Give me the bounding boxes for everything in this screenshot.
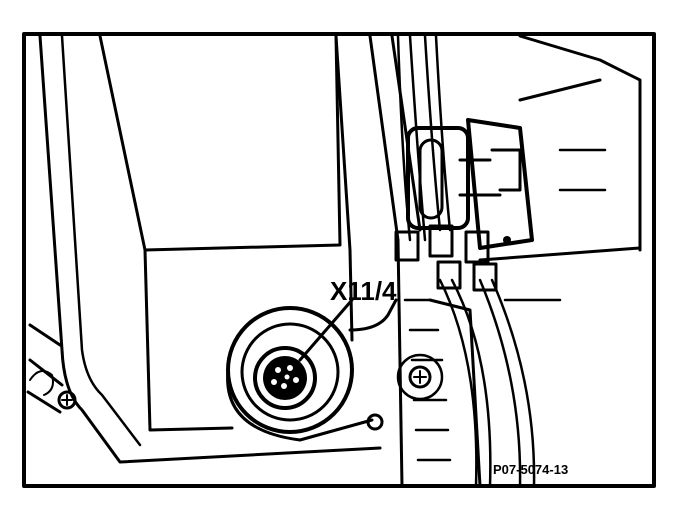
figure-code: P07-5074-13 [493, 462, 568, 477]
mounting-screw-left [57, 390, 77, 410]
figure-frame [22, 32, 656, 488]
housing-panel [26, 34, 382, 464]
cable-clamps [394, 224, 498, 292]
callout-label: X11/4 [330, 276, 397, 306]
mounting-screw-right [396, 353, 444, 401]
cable-bundle [396, 34, 536, 488]
switch-block [406, 118, 534, 250]
connector-socket [226, 298, 398, 442]
side-bracket [368, 34, 642, 488]
callout-leader [298, 298, 354, 362]
